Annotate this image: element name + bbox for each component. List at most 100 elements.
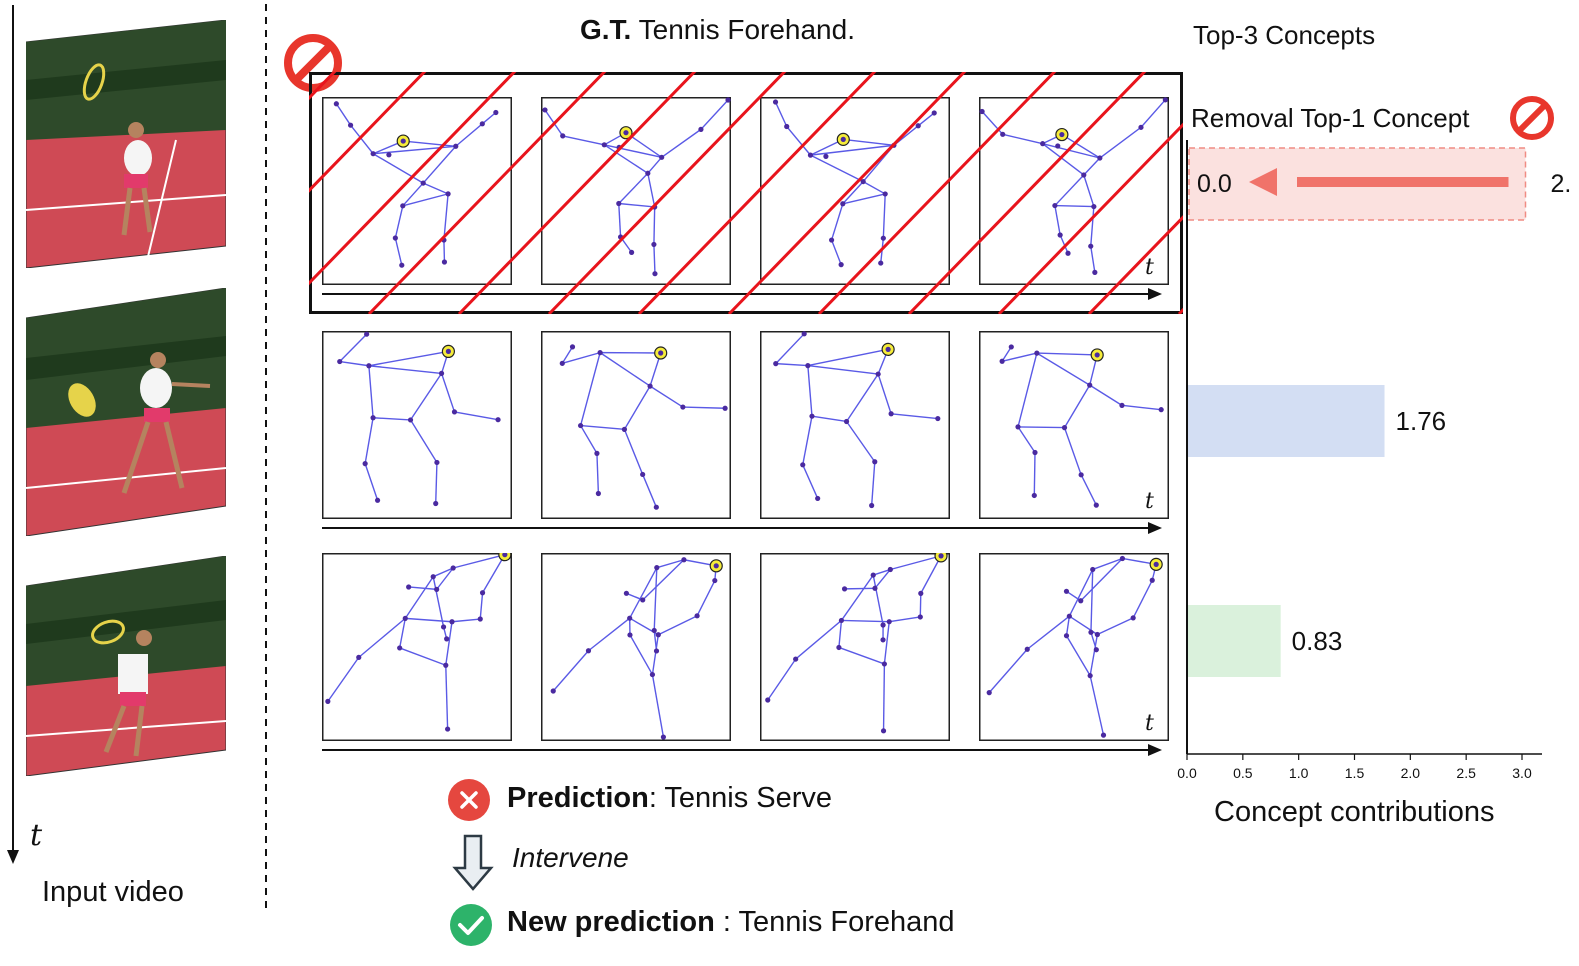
skeleton-joint (878, 260, 884, 266)
skeleton-bone (1083, 174, 1095, 207)
time-label-row-1: t (1145, 255, 1154, 280)
skeleton-bone (402, 182, 424, 207)
skeleton-bone (455, 123, 483, 147)
skeleton-joint (869, 502, 875, 509)
skeleton-bone (1099, 126, 1142, 159)
skeleton-bone (364, 463, 379, 501)
skeleton-bone (398, 618, 406, 649)
skeleton-bone (350, 124, 374, 155)
skeleton-bone (874, 569, 891, 589)
skeleton-bone (404, 576, 434, 619)
skeleton-joint (560, 133, 566, 139)
skeleton-bone (1026, 615, 1070, 650)
skeleton-bone (432, 567, 454, 578)
skeleton-joint (577, 422, 584, 429)
skeleton-joint (872, 459, 878, 465)
intervene-label: Intervene (512, 842, 629, 873)
skeleton-joint (828, 237, 835, 243)
skeleton-bone (842, 193, 886, 205)
skeleton-joint (623, 590, 629, 596)
skeleton-bone (1090, 206, 1095, 247)
skeleton-bone (1066, 590, 1082, 602)
skeleton-bone (842, 181, 864, 205)
skeleton-frame-r2-c1 (322, 331, 512, 519)
gt-label: Tennis Forehand. (638, 14, 855, 45)
skeleton-joint (801, 331, 807, 337)
skeleton-joint (479, 121, 485, 127)
skeleton-joint (595, 490, 601, 497)
skeleton-joint (712, 577, 718, 584)
skeleton-bone (647, 156, 663, 174)
skeleton-joint (1040, 141, 1046, 147)
skeleton-frame-r1-c4 (979, 97, 1169, 285)
skeleton-joint (1034, 350, 1040, 356)
skeleton-bone (1001, 352, 1038, 362)
prediction-label: Prediction (507, 782, 649, 814)
skeleton-joint (364, 331, 370, 337)
hatch-line (309, 72, 517, 286)
skeleton-joint (1162, 97, 1168, 103)
time-arrow-row-2 (322, 522, 1162, 534)
skeleton-joint (542, 107, 548, 113)
skeleton-joint (843, 418, 850, 425)
skeleton-joint (915, 123, 921, 129)
skeleton-bone (1068, 569, 1094, 617)
skeleton-bone (647, 173, 656, 208)
skeleton-joint (872, 585, 878, 591)
time-label-row-3: t (1145, 711, 1154, 736)
skeleton-joint (640, 471, 646, 478)
skeleton-bone (629, 634, 654, 675)
skeleton-joint (440, 624, 447, 630)
hatch-line (547, 72, 787, 314)
bar-top3 (1188, 605, 1281, 677)
skeleton-joint (406, 584, 412, 590)
skeleton-bone (596, 453, 600, 494)
skeleton-bone (830, 203, 844, 241)
skeleton-joint (450, 565, 456, 571)
skeleton-joint (886, 619, 892, 625)
skeleton-bone (1054, 174, 1085, 207)
skeleton-joint (809, 413, 815, 419)
skeleton-joint (1087, 673, 1093, 679)
skeleton-joint (784, 123, 790, 130)
time-label-row-2: t (1145, 489, 1154, 514)
skeleton-joint (887, 566, 893, 573)
skeleton-bone (795, 619, 842, 660)
skeleton-frame-border (322, 331, 512, 519)
skeleton-bone (408, 586, 437, 591)
skeleton-bone (422, 145, 457, 184)
skeleton-bone (775, 362, 808, 367)
time-axis-arrow (7, 5, 19, 864)
skeleton-joint (397, 645, 403, 651)
skeleton-joint (433, 500, 439, 507)
skeleton-frame-r1-c1 (322, 97, 512, 285)
skeleton-joint (772, 99, 779, 105)
skeleton-joint (1090, 566, 1096, 573)
skeleton-bone (368, 365, 442, 375)
removal-prohibit-icon (1510, 96, 1554, 140)
skeleton-bone (882, 193, 886, 239)
skeleton-joint (640, 597, 646, 603)
skeleton-bone (872, 574, 884, 626)
x-tick-label: 0.0 (1177, 765, 1197, 781)
skeleton-bone (422, 182, 449, 195)
skeleton-joint (888, 411, 894, 417)
skeleton-bone (479, 592, 484, 620)
skeleton-bone (1132, 579, 1153, 619)
skeleton-joint (479, 590, 486, 596)
skeleton-bone (562, 135, 605, 146)
skeleton-bone (445, 621, 453, 666)
skeleton-frame-r3-c4 (979, 553, 1169, 741)
skeleton-bone (1054, 205, 1061, 236)
skeleton-bone (626, 592, 643, 601)
skeleton-bone (774, 101, 788, 127)
skeleton-joint (451, 409, 458, 415)
skeleton-bone (883, 621, 890, 665)
skeleton-joint (938, 553, 944, 559)
skeleton-joint (445, 726, 451, 732)
skeleton-joint (1081, 172, 1087, 178)
skeleton-joint (651, 241, 657, 248)
skeleton-bone (1092, 557, 1123, 571)
skeleton-bone (481, 554, 506, 594)
skeleton-joint (1057, 232, 1063, 238)
